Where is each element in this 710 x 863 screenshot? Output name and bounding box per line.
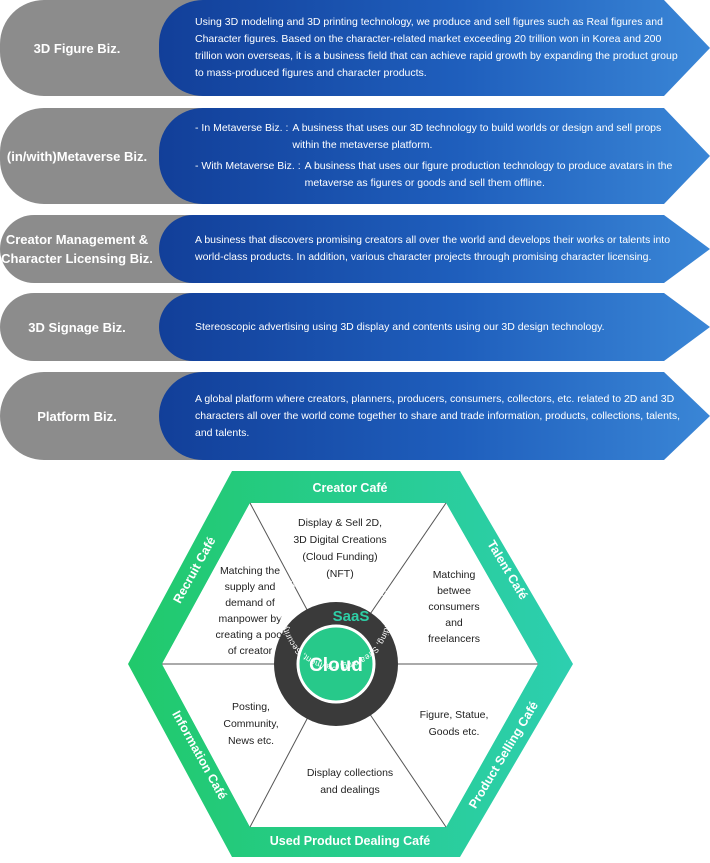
segment-text-product-selling: Figure, Statue, Goods etc. bbox=[420, 709, 489, 738]
segment-text-information: Posting, Community, News etc. bbox=[223, 701, 278, 747]
svg-text:and: and bbox=[445, 617, 463, 629]
svg-text:manpower by: manpower by bbox=[218, 613, 282, 625]
biz-description-metaverse: - In Metaverse Biz. : A business that us… bbox=[195, 108, 686, 204]
svg-text:demand of: demand of bbox=[225, 597, 275, 609]
svg-text:Matching the: Matching the bbox=[220, 565, 280, 577]
svg-text:consumers: consumers bbox=[428, 601, 479, 613]
svg-text:betwee: betwee bbox=[437, 585, 471, 597]
biz-row-signage: 3D Signage Biz. Stereoscopic advertising… bbox=[0, 293, 710, 361]
svg-text:supply and: supply and bbox=[225, 581, 276, 593]
segment-text-recruit: Matching the supply and demand of manpow… bbox=[216, 565, 285, 657]
svg-text:(Cloud Funding): (Cloud Funding) bbox=[302, 551, 377, 563]
biz-arrow-creator bbox=[159, 215, 710, 283]
metaverse-item-in: - In Metaverse Biz. : A business that us… bbox=[195, 122, 662, 151]
svg-text:and dealings: and dealings bbox=[320, 784, 380, 796]
biz-description-creator: A business that discovers promising crea… bbox=[195, 234, 671, 263]
svg-text:Goods etc.: Goods etc. bbox=[429, 726, 480, 738]
svg-text:Display collections: Display collections bbox=[307, 767, 393, 779]
svg-text:of creator: of creator bbox=[228, 645, 273, 657]
cafe-name-used-product: Used Product Dealing Café bbox=[270, 834, 430, 848]
biz-description-platform: A global platform where creators, planne… bbox=[195, 392, 680, 439]
biz-arrow-signage bbox=[159, 293, 710, 361]
svg-text:(NFT): (NFT) bbox=[326, 568, 353, 580]
biz-description-figure: Using 3D modeling and 3D printing techno… bbox=[195, 16, 678, 79]
biz-row-platform: Platform Biz. A global platform where cr… bbox=[0, 372, 710, 460]
cafe-name-creator: Creator Café bbox=[312, 481, 387, 495]
svg-text:Figure, Statue,: Figure, Statue, bbox=[420, 709, 489, 721]
svg-text:Community,: Community, bbox=[223, 718, 278, 730]
svg-text:Posting,: Posting, bbox=[232, 701, 270, 713]
biz-description-signage: Stereoscopic advertising using 3D displa… bbox=[195, 320, 605, 333]
svg-text:3D Digital Creations: 3D Digital Creations bbox=[293, 534, 386, 546]
biz-row-figure: 3D Figure Biz. Using 3D modeling and 3D … bbox=[0, 0, 710, 96]
cloud-circle bbox=[296, 624, 376, 704]
cloud-label: Cloud bbox=[309, 655, 363, 676]
saas-label: SaaS bbox=[333, 608, 370, 625]
biz-arrow-figure bbox=[159, 0, 710, 96]
svg-text:Display & Sell 2D,: Display & Sell 2D, bbox=[298, 517, 382, 529]
svg-text:creating a pool: creating a pool bbox=[216, 629, 285, 641]
biz-row-metaverse: (in/with)Metaverse Biz. - In Metaverse B… bbox=[0, 108, 710, 204]
segment-text-used-product: Display collections and dealings bbox=[307, 767, 393, 796]
segment-text-talent: Matching betwee consumers and freelancer… bbox=[428, 569, 480, 645]
metaverse-item-with: - With Metaverse Biz. : A business that … bbox=[195, 160, 673, 189]
biz-arrow-metaverse bbox=[159, 108, 710, 204]
biz-arrow-platform bbox=[159, 372, 710, 460]
svg-text:News etc.: News etc. bbox=[228, 735, 274, 747]
svg-text:Matching: Matching bbox=[433, 569, 476, 581]
svg-text:freelancers: freelancers bbox=[428, 633, 480, 645]
biz-row-creator: Creator Management & Character Licensing… bbox=[0, 215, 710, 283]
segment-text-creator: Display & Sell 2D, 3D Digital Creations … bbox=[293, 517, 386, 580]
ecosystem-hexagon-diagram: Creator Café Talent Café Product Selling… bbox=[0, 466, 573, 857]
